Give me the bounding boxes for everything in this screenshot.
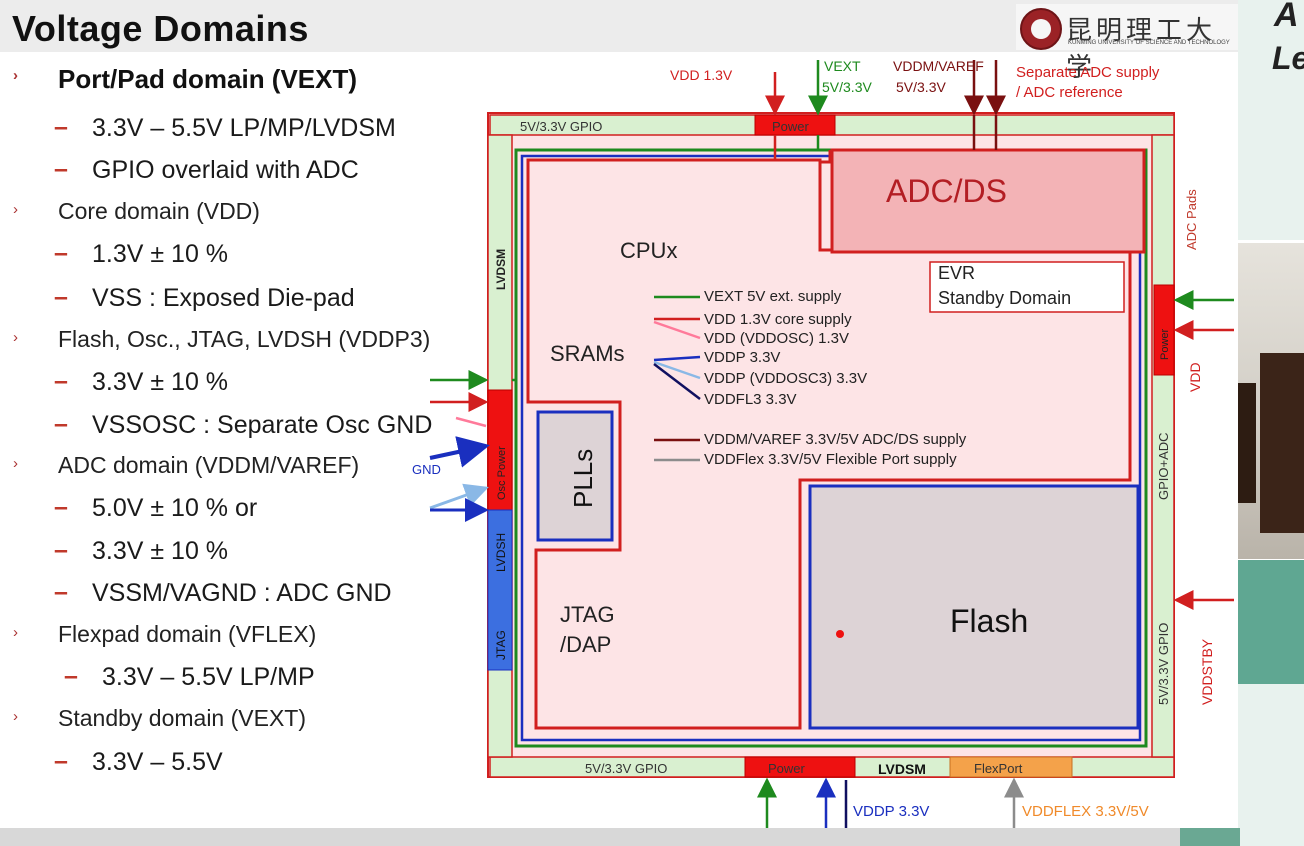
vddstby-label: VDDSTBY (1199, 638, 1215, 705)
right-adc-pads-label: ADC Pads (1184, 189, 1199, 250)
right-gpio-adc-label: GPIO+ADC (1156, 432, 1171, 500)
legend-item: VDDFL3 3.3V (704, 391, 797, 408)
legend-item: VDD 1.3V core supply (704, 311, 852, 328)
right-power-label: Power (1159, 328, 1171, 360)
right-vdd-label: VDD (1187, 362, 1203, 392)
left-lvdsh-label: LVDSH (494, 533, 508, 572)
top-gpio-label: 5V/3.3V GPIO (520, 119, 602, 134)
srams-label: SRAMs (550, 341, 625, 366)
bottom-lvdsm-label: LVDSM (878, 761, 926, 777)
top-power-label: Power (772, 119, 810, 134)
jtag-dap-label-2: /DAP (560, 632, 611, 657)
left-lvdsm-label: LVDSM (494, 249, 508, 290)
evr-standby-label: Standby Domain (938, 288, 1071, 308)
vdd-supply-label: VDD 1.3V (670, 67, 733, 83)
legend-item: VDD (VDDOSC) 1.3V (704, 330, 849, 347)
evr-label: EVR (938, 263, 975, 283)
adc-ds-label: ADC/DS (886, 173, 1007, 209)
legend-item: VDDFlex 3.3V/5V Flexible Port supply (704, 451, 957, 468)
bottom-gpio-label: 5V/3.3V GPIO (585, 761, 667, 776)
flash-label: Flash (950, 603, 1028, 639)
cpux-label: CPUx (620, 238, 677, 263)
left-jtag-label: JTAG (494, 630, 508, 660)
vddm-voltage-label: 5V/3.3V (896, 79, 946, 95)
legend-item: VDDM/VAREF 3.3V/5V ADC/DS supply (704, 431, 967, 448)
gnd-label: GND (412, 462, 441, 477)
right-gpio-label: 5V/3.3V GPIO (1156, 623, 1171, 705)
slide-footer (0, 828, 1240, 846)
left-osc-power-label: Osc Power (496, 446, 508, 500)
plls-label: PLLs (568, 449, 598, 508)
adc-reference-label: / ADC reference (1016, 84, 1123, 101)
jtag-dap-label: JTAG (560, 602, 615, 627)
flexport-label: FlexPort (974, 761, 1023, 776)
vddm-supply-label: VDDM/VAREF (893, 58, 984, 74)
bottom-power-label: Power (768, 761, 806, 776)
legend-item: VEXT 5V ext. supply (704, 288, 842, 305)
legend-item: VDDP 3.3V (704, 349, 780, 366)
separate-adc-label: Separate ADC supply (1016, 64, 1160, 81)
vext-voltage-label: 5V/3.3V (822, 79, 872, 95)
cursor-dot (836, 630, 844, 638)
legend-item: VDDP (VDDOSC3) 3.3V (704, 370, 867, 387)
vddp-supply-label: VDDP 3.3V (853, 803, 929, 820)
vext-supply-label: VEXT (824, 58, 861, 74)
vddflex-supply-label: VDDFLEX 3.3V/5V (1022, 803, 1149, 820)
